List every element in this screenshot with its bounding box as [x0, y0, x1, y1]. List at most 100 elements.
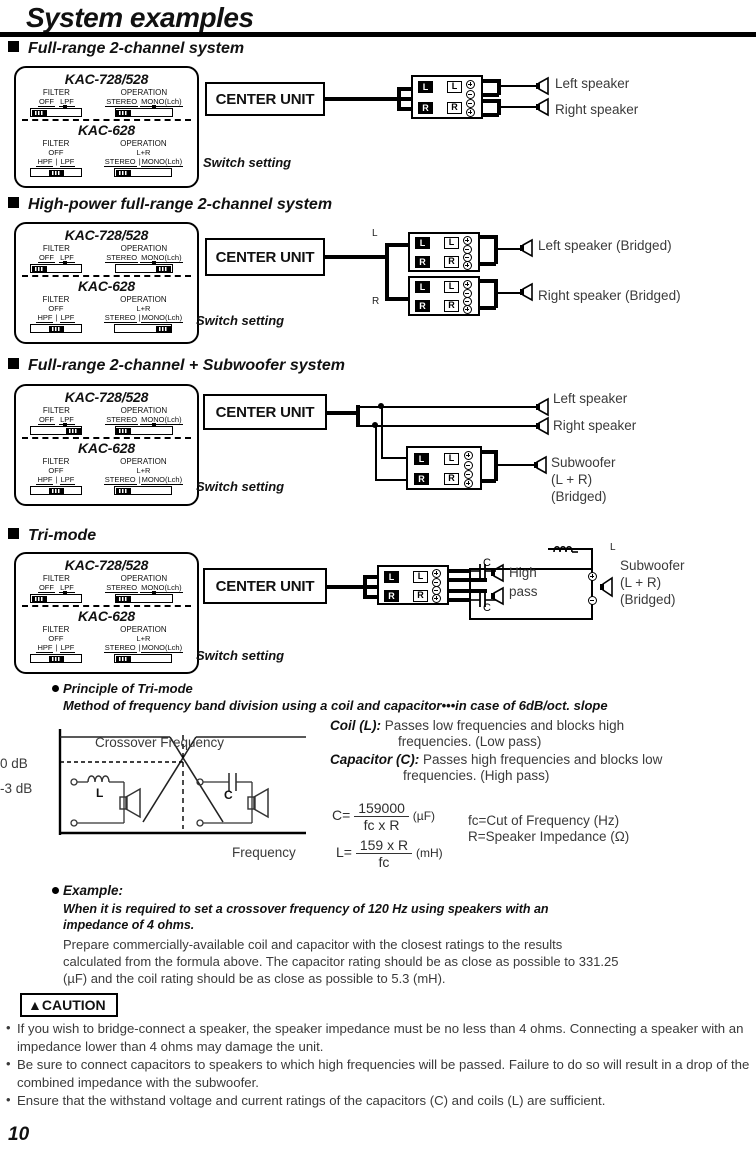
wire	[363, 595, 379, 599]
switch-model-b: KAC-628	[78, 608, 135, 624]
speaker-icon	[520, 238, 533, 258]
page-title: System examples	[26, 2, 254, 33]
operation-switch-2a[interactable]: OPERATION STEREO MONO(Lch)	[105, 244, 183, 273]
principle-subtitle: Method of frequency band division using …	[63, 698, 608, 713]
speaker-icon	[491, 563, 504, 583]
terminal-pin-plus[interactable]	[464, 479, 473, 488]
wire	[447, 569, 471, 573]
capacitor-label-top: C	[483, 557, 491, 569]
section-heading-3: Full-range 2-channel + Subwoofer system	[8, 357, 345, 375]
operation-switch-4b[interactable]: OPERATION L+R STEREO |MONO(Lch)	[103, 625, 184, 663]
switch-model-a: KAC-728/528	[64, 227, 149, 243]
terminal-pin-plus[interactable]	[463, 305, 472, 314]
subwoofer-label-4c: (Bridged)	[620, 592, 676, 607]
terminal-pin-plus[interactable]	[464, 451, 473, 460]
highpass-label-1: High	[509, 565, 537, 580]
terminal-pin-plus[interactable]	[463, 280, 472, 289]
switch-model-b: KAC-628	[78, 440, 135, 456]
center-unit-4: CENTER UNIT	[203, 568, 327, 604]
terminal-pin-plus[interactable]	[463, 261, 472, 270]
panel-divider	[22, 605, 191, 607]
operation-switch-3a[interactable]: OPERATION STEREO MONO(Lch)	[105, 406, 183, 435]
terminal-pin-plus[interactable]	[466, 108, 475, 117]
switch-model-a: KAC-728/528	[64, 389, 149, 405]
wire	[496, 292, 520, 294]
speaker-icon	[536, 76, 549, 96]
panel-divider	[22, 437, 191, 439]
wire	[496, 464, 534, 466]
wire	[381, 406, 383, 459]
wire	[481, 93, 499, 97]
switch-setting-caption-1: Switch setting	[203, 155, 292, 170]
operation-switch-3b[interactable]: OPERATION L+R STEREO |MONO(Lch)	[103, 457, 184, 495]
highpass-label-2: pass	[509, 584, 538, 599]
principle-title: Principle of Tri-mode	[52, 681, 193, 696]
capacitor-icon	[468, 593, 496, 607]
wire	[385, 243, 411, 247]
wire	[469, 568, 471, 620]
operation-switch-4a[interactable]: OPERATION STEREO MONO(Lch)	[105, 574, 183, 603]
chart-ytick-0db: 0 dB	[0, 756, 28, 771]
wire	[381, 457, 411, 459]
terminal-pin-minus[interactable]	[464, 470, 473, 479]
filter-switch-4b[interactable]: FILTER OFF HPF | LPF	[29, 625, 82, 663]
wire	[375, 479, 411, 481]
subwoofer-label-4: Subwoofer	[620, 558, 685, 573]
switch-panel-4: KAC-728/528 FILTER OFF LPF OPERATION STE…	[14, 552, 199, 674]
operation-switch-1b[interactable]: OPERATION L+R STEREO |MONO(Lch)	[103, 139, 184, 177]
wire	[499, 85, 537, 87]
filter-switch-2b[interactable]: FILTER OFF HPF | LPF	[29, 295, 82, 333]
speaker-icon	[600, 576, 613, 598]
formula-capacitance: C= 159000 fc x R (µF)	[332, 800, 436, 833]
terminal-pin-plus[interactable]	[463, 236, 472, 245]
operation-switch-2b[interactable]: OPERATION L+R STEREO |MONO(Lch)	[103, 295, 184, 333]
filter-switch-3b[interactable]: FILTER OFF HPF | LPF	[29, 457, 82, 495]
filter-switch-3a[interactable]: FILTER OFF LPF	[30, 406, 83, 435]
center-unit-1: CENTER UNIT	[205, 82, 325, 116]
subwoofer-pin-plus[interactable]	[588, 572, 597, 581]
speaker-label-right-1: Right speaker	[555, 102, 639, 117]
capacitor-definition-cont: frequencies. (High pass)	[403, 768, 550, 783]
caution-item: Ensure that the withstand voltage and cu…	[6, 1091, 754, 1110]
wire	[385, 243, 389, 301]
wire	[496, 248, 520, 250]
svg-text:L: L	[96, 786, 103, 800]
switch-panel-2: KAC-728/528 FILTER OFF LPF OPERATION STE…	[14, 222, 199, 344]
terminal-pin-minus[interactable]	[466, 90, 475, 99]
filter-switch-2a[interactable]: FILTER OFF LPF	[30, 244, 83, 273]
terminal-pin-minus[interactable]	[466, 99, 475, 108]
wire	[481, 99, 499, 103]
filter-switch-4a[interactable]: FILTER OFF LPF	[30, 574, 83, 603]
wire	[499, 106, 537, 108]
wire	[481, 79, 499, 83]
wire	[327, 585, 377, 589]
subwoofer-pin-minus[interactable]	[588, 596, 597, 605]
section-heading-4: Tri-mode	[8, 527, 96, 545]
filter-switch-1a[interactable]: FILTER OFF LPF	[30, 88, 83, 117]
warning-triangle-icon: ▲	[28, 997, 42, 1013]
branch-label-l: L	[372, 228, 378, 239]
coil-definition: Coil (L): Passes low frequencies and blo…	[330, 718, 625, 733]
section-heading-1: Full-range 2-channel system	[8, 40, 244, 58]
wire	[469, 618, 593, 620]
wire	[358, 425, 378, 427]
speaker-icon	[536, 97, 549, 117]
terminal-pin-plus[interactable]	[466, 80, 475, 89]
square-bullet-icon	[8, 528, 19, 539]
terminal-pin-plus[interactable]	[432, 594, 441, 603]
subwoofer-label-3c: (Bridged)	[551, 489, 607, 504]
operation-switch-1a[interactable]: OPERATION STEREO MONO(Lch)	[105, 88, 183, 117]
speaker-label-left-3: Left speaker	[553, 391, 628, 406]
terminal-pin-plus[interactable]	[432, 569, 441, 578]
terminal-block-3-sub: L R L R	[406, 446, 482, 490]
switch-panel-3: KAC-728/528 FILTER OFF LPF OPERATION STE…	[14, 384, 199, 506]
terminal-pin-minus[interactable]	[464, 461, 473, 470]
square-bullet-icon	[8, 358, 19, 369]
wire	[363, 575, 367, 597]
filter-switch-1b[interactable]: FILTER OFF HPF | LPF	[29, 139, 82, 177]
terminal-block-4: L R L R	[377, 565, 449, 605]
wire	[381, 406, 537, 408]
wire	[375, 425, 377, 481]
subwoofer-label-3: Subwoofer	[551, 455, 616, 470]
wire	[325, 255, 387, 259]
